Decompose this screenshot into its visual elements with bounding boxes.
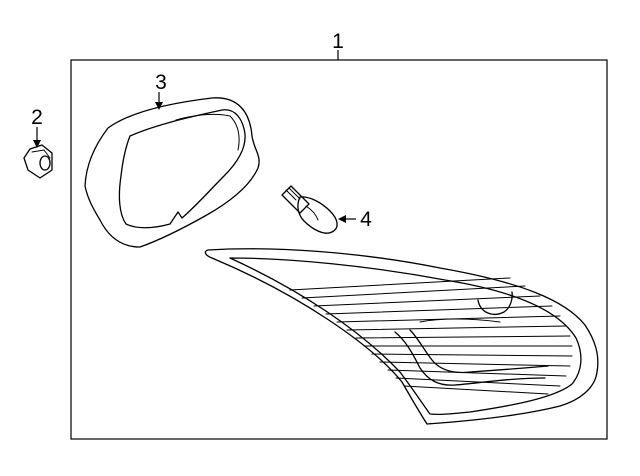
tail-lamp-lens [204,248,599,425]
gasket-icon [84,97,260,248]
arrowhead-4 [338,215,346,223]
callout-3: 3 [155,71,167,94]
callout-1: 1 [332,30,344,53]
callout-4: 4 [360,208,372,231]
bulb-icon [281,185,338,234]
lens-ribs [289,277,573,395]
arrowhead-2 [33,140,41,148]
assembly-frame [70,59,608,440]
nut-icon [23,144,53,179]
arrowhead-3 [155,102,163,110]
callout-2: 2 [31,106,43,129]
